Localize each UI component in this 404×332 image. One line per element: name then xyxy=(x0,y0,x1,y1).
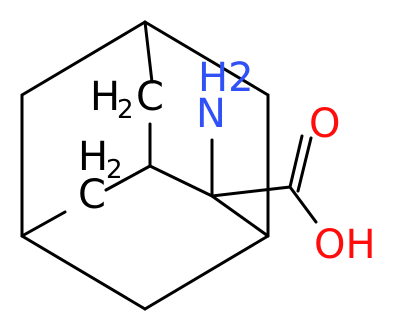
bond xyxy=(20,234,147,311)
methylene-upper-c: C xyxy=(136,74,164,120)
bond xyxy=(288,134,304,189)
bond xyxy=(143,234,270,311)
methylene-lower-h: H xyxy=(78,134,108,180)
amine-n-label: N xyxy=(196,91,226,137)
methylene-upper-sub: 2 xyxy=(117,95,134,125)
bond xyxy=(20,20,147,97)
bond xyxy=(104,164,152,192)
methylene-lower: H 2 C xyxy=(78,134,123,218)
bond xyxy=(288,185,318,224)
amine-h-label: H2 xyxy=(198,55,254,101)
methylene-lower-sub: 2 xyxy=(106,155,123,185)
bond xyxy=(148,164,214,198)
methylene-upper-h: H xyxy=(90,74,120,120)
bond xyxy=(143,20,270,97)
methylene-lower-c: C xyxy=(78,172,106,218)
bond xyxy=(210,185,292,198)
carbonyl-oxygen-label: O xyxy=(309,101,340,147)
hydroxyl-label: OH xyxy=(314,222,376,268)
bond-lines xyxy=(20,20,318,311)
bond xyxy=(296,136,313,193)
bond xyxy=(210,194,270,238)
methylene-upper: H 2 C xyxy=(90,74,164,125)
bond xyxy=(20,210,67,238)
amine-group: H2 N xyxy=(196,55,254,137)
bond xyxy=(143,20,154,84)
